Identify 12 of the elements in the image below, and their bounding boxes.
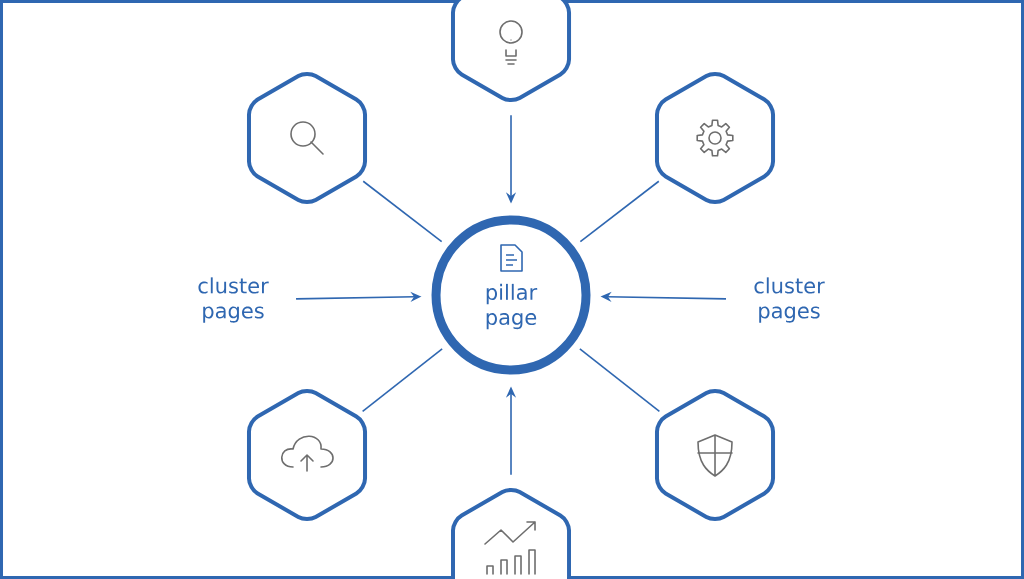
- hexagon-node: [451, 0, 572, 103]
- cluster-label: cluster pages: [754, 277, 825, 323]
- connector: [361, 348, 443, 413]
- cluster-label: cluster pages: [198, 277, 269, 323]
- connector: [362, 180, 443, 243]
- connector: [579, 348, 661, 413]
- hexagon-node: [247, 388, 368, 522]
- hexagon-node: [451, 487, 572, 579]
- connector: [579, 180, 660, 243]
- hexagon-node: [247, 71, 368, 205]
- hexagon-node: [655, 388, 776, 522]
- hexagon-node: [655, 71, 776, 205]
